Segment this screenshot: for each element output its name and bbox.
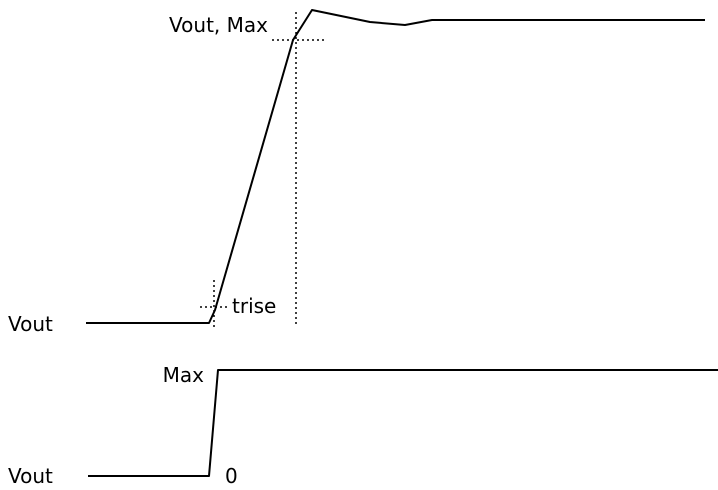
zero-label: 0	[225, 464, 238, 488]
vout-lower-label: Vout	[8, 464, 53, 488]
vout-upper-label: Vout	[8, 312, 53, 336]
vout-max-label: Vout, Max	[169, 13, 268, 37]
input-step-curve	[88, 369, 718, 477]
trise-label: trise	[232, 294, 276, 318]
output-response-curve	[86, 9, 705, 324]
max-label: Max	[163, 363, 205, 387]
